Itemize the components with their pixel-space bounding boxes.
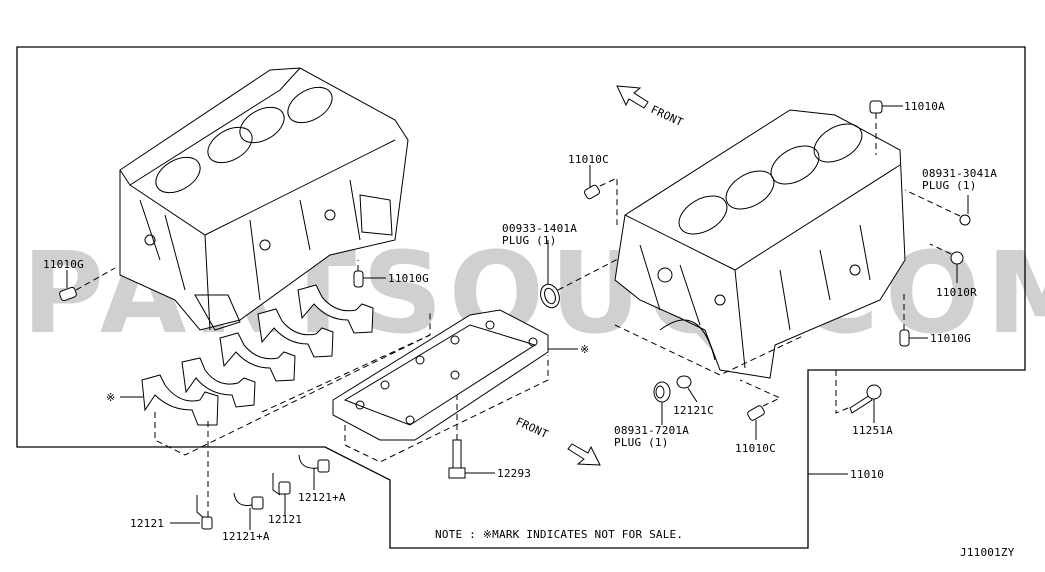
callout-08931-3041A[interactable]: 08931-3041A bbox=[922, 167, 997, 180]
callout-12121A-b[interactable]: 12121+A bbox=[298, 491, 346, 504]
callout-12293[interactable]: 12293 bbox=[497, 467, 531, 480]
not-for-sale-note: NOTE : ※MARK INDICATES NOT FOR SALE. bbox=[435, 528, 683, 541]
callout-12121C[interactable]: 12121C bbox=[673, 404, 714, 417]
sensor-12121-b[interactable] bbox=[272, 473, 291, 515]
diagram-code: J11001ZY bbox=[960, 546, 1015, 559]
front-arrow-down-right: FRONT bbox=[514, 415, 601, 466]
front-label-top: FRONT bbox=[649, 103, 686, 129]
callout-11251A[interactable]: 11251A bbox=[852, 424, 893, 437]
part-12121C[interactable] bbox=[676, 375, 698, 403]
callout-11010R[interactable]: 11010R bbox=[936, 286, 977, 299]
part-08931-3041A[interactable] bbox=[904, 189, 971, 226]
callout-11010C-top[interactable]: 11010C bbox=[568, 153, 609, 166]
part-11010C-top[interactable] bbox=[583, 165, 618, 225]
callout-mark-caps: ※ bbox=[106, 391, 115, 404]
callout-11010G-left[interactable]: 11010G bbox=[43, 258, 84, 271]
bolt-12293[interactable] bbox=[448, 395, 466, 479]
cylinder-block-left[interactable] bbox=[119, 67, 409, 331]
callout-08931-3041A-sub: PLUG (1) bbox=[922, 179, 977, 192]
callout-08931-7201A-sub: PLUG (1) bbox=[614, 436, 669, 449]
sensor-12121A-b[interactable] bbox=[298, 454, 330, 490]
callout-11010C-bottom[interactable]: 11010C bbox=[735, 442, 776, 455]
sensor-12121-a[interactable] bbox=[170, 420, 213, 530]
cylinder-block-right[interactable] bbox=[614, 109, 906, 379]
part-11010R[interactable] bbox=[929, 243, 964, 283]
callout-12121-a[interactable]: 12121 bbox=[130, 517, 164, 530]
callout-00933-1401A[interactable]: 00933-1401A bbox=[502, 222, 577, 235]
callout-12121A-a[interactable]: 12121+A bbox=[222, 530, 270, 543]
part-11010G-mid[interactable] bbox=[353, 260, 386, 288]
assembly-frame bbox=[16, 46, 1026, 549]
callout-11010G-mid[interactable]: 11010G bbox=[388, 272, 429, 285]
callout-11010A[interactable]: 11010A bbox=[904, 100, 945, 113]
ladder-frame[interactable] bbox=[332, 309, 549, 463]
part-11251A[interactable] bbox=[835, 370, 882, 423]
part-11010C-bottom[interactable] bbox=[739, 379, 782, 440]
callout-11010G-right[interactable]: 11010G bbox=[930, 332, 971, 345]
callout-00933-1401A-sub: PLUG (1) bbox=[502, 234, 557, 247]
callout-11010[interactable]: 11010 bbox=[850, 468, 884, 481]
sensor-12121A-a[interactable] bbox=[233, 492, 264, 530]
callout-mark-ladder: ※ bbox=[580, 343, 589, 356]
part-00933-1401A[interactable] bbox=[537, 240, 621, 310]
part-11010G-left[interactable] bbox=[59, 267, 116, 302]
part-11010G-right[interactable] bbox=[899, 290, 928, 347]
part-08931-7201A[interactable] bbox=[653, 381, 671, 425]
main-bearing-caps[interactable] bbox=[141, 284, 431, 456]
front-label-bottom: FRONT bbox=[514, 415, 551, 441]
part-11010A[interactable] bbox=[869, 100, 903, 155]
callout-08931-7201A[interactable]: 08931-7201A bbox=[614, 424, 689, 437]
front-arrow-up-left: FRONT bbox=[616, 85, 686, 129]
callout-12121-b[interactable]: 12121 bbox=[268, 513, 302, 526]
